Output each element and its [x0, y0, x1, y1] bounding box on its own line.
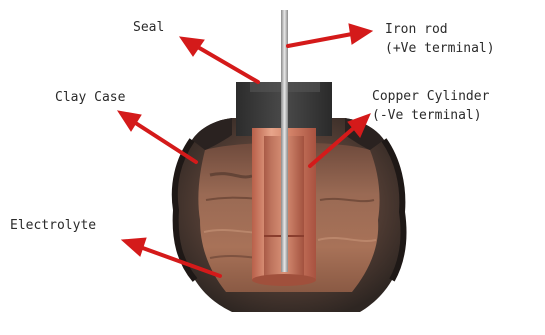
copper-cylinder-label: Copper Cylinder [372, 88, 489, 105]
clay-case-label: Clay Case [55, 89, 125, 106]
iron-rod-label: Iron rod [385, 21, 448, 38]
iron-rod-arrow [288, 34, 352, 46]
iron-rod-terminal-label: (+Ve terminal) [385, 40, 495, 57]
iron-rod [281, 10, 288, 272]
seal-arrow [196, 46, 258, 82]
electrolyte-label: Electrolyte [10, 217, 96, 234]
seal-label: Seal [133, 19, 164, 36]
copper-cylinder-terminal-label: (-Ve terminal) [372, 107, 482, 124]
clay-case-arrow [134, 122, 196, 162]
